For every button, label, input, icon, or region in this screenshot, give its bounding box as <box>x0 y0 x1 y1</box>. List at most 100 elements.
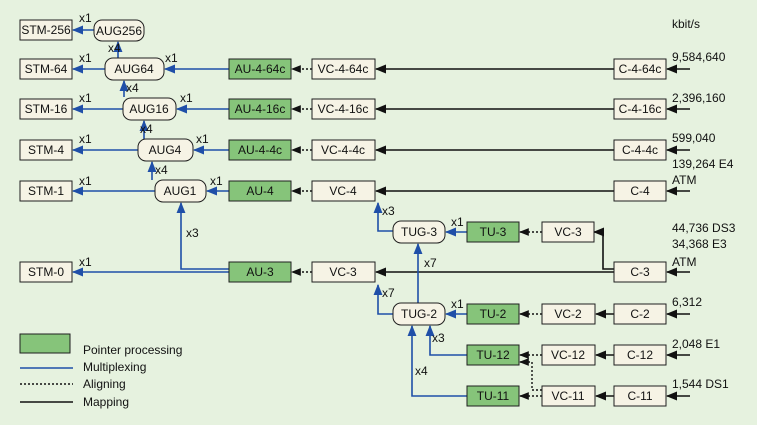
tu-column: TU-3 TU-2 TU-12 TU-11 <box>466 221 520 407</box>
aug64-box <box>104 57 165 81</box>
tu2-label: TU-2 <box>480 307 507 321</box>
factor-label: x1 <box>79 11 92 25</box>
rate-label: 6,312 <box>672 295 702 309</box>
aug-chain: AUG256 AUG64 AUG16 AUG4 AUG1 <box>93 19 207 203</box>
stm64-label: STM-64 <box>25 62 68 76</box>
legend-aligning-label: Aligning <box>83 377 126 391</box>
vc4-label: VC-4 <box>329 184 357 198</box>
vc4-64c-box <box>311 58 376 80</box>
c4-4c-label: C-4-4c <box>622 143 658 157</box>
tu2-box <box>466 303 520 325</box>
rate-label: 44,736 DS3 <box>672 221 736 235</box>
vc11-label: VC-11 <box>551 389 584 403</box>
rate-label: 139,264 E4 <box>672 157 734 171</box>
stm256-box <box>19 19 73 41</box>
tu11-label: TU-11 <box>477 389 510 403</box>
au-column: AU-4-64c AU-4-16c AU-4-4c AU-4 AU-3 <box>228 58 292 283</box>
c4-16c-label: C-4-16c <box>619 102 662 116</box>
vc3-lower-label: VC-3 <box>329 265 357 279</box>
stm4-label: STM-4 <box>28 143 64 157</box>
c11-label: C-11 <box>627 389 652 403</box>
tu3-label: TU-3 <box>480 225 507 239</box>
c4-label: C-4 <box>630 184 650 198</box>
c3-to-upper-vc3-line <box>592 227 614 270</box>
vc3-lower-box <box>311 261 376 283</box>
au4-box <box>228 180 292 202</box>
factor-label: x4 <box>126 81 139 95</box>
vc11-to-tu12-line <box>519 358 542 391</box>
multiplexing-factors: x1 x4 x1 x1 x4 x1 x1 x4 x1 x1 x4 x1 x1 x… <box>79 11 464 378</box>
lower-vc-column: VC-3 VC-2 VC-12 VC-11 <box>541 221 596 407</box>
c3-box <box>613 261 667 283</box>
vc12-label: VC-12 <box>551 348 585 362</box>
stm16-label: STM-16 <box>25 102 68 116</box>
tu12-to-tug2-line <box>425 324 467 356</box>
legend-pointer-swatch <box>19 333 71 354</box>
tug3-box <box>392 220 446 244</box>
c4-64c-box <box>613 58 667 80</box>
tu3-box <box>466 221 520 243</box>
rate-label: 34,368 E3 <box>672 237 727 251</box>
aug256-box <box>93 19 145 42</box>
rate-label: 2,048 E1 <box>672 337 720 351</box>
tug-group: TUG-3 TUG-2 <box>392 220 446 326</box>
factor-label: x4 <box>108 41 121 55</box>
stm0-box <box>19 261 73 283</box>
rate-label: ATM <box>672 173 696 187</box>
au3-box <box>228 261 292 283</box>
c2-box <box>613 303 667 325</box>
stm0-label: STM-0 <box>28 265 64 279</box>
factor-label: x4 <box>155 163 168 177</box>
rate-label: 2,396,160 <box>672 91 726 105</box>
c12-box <box>613 344 667 366</box>
tu11-box <box>466 385 520 407</box>
rate-label: ATM <box>672 255 696 269</box>
factor-label: x1 <box>165 51 178 65</box>
vc4-box <box>311 180 376 202</box>
vc12-box <box>541 344 596 366</box>
c4-4c-box <box>613 139 667 161</box>
rate-label: 1,544 DS1 <box>672 377 729 391</box>
factor-label: x1 <box>79 174 92 188</box>
vc3-upper-box <box>541 221 595 243</box>
aug1-label: AUG1 <box>164 184 197 198</box>
au4-64c-box <box>228 58 292 80</box>
legend-pointer-label: Pointer processing <box>83 343 182 357</box>
factor-label: x1 <box>451 297 464 311</box>
au3-label: AU-3 <box>246 265 274 279</box>
tu11-to-tug2-line <box>407 324 467 397</box>
au4-16c-label: AU-4-16c <box>235 102 286 116</box>
aug4-box <box>137 138 194 162</box>
au4-16c-box <box>228 98 292 120</box>
factor-label: x1 <box>79 91 92 105</box>
c2-label: C-2 <box>630 307 650 321</box>
tug2-label: TUG-2 <box>401 307 437 321</box>
au4-64c-label: AU-4-64c <box>235 62 286 76</box>
factor-label: x1 <box>180 91 193 105</box>
legend: Pointer processing Multiplexing Aligning… <box>19 333 182 409</box>
factor-label: x1 <box>196 132 209 146</box>
aug256-label: AUG256 <box>96 24 142 38</box>
vc4-16c-box <box>311 98 376 120</box>
vc4-64c-label: VC-4-64c <box>318 62 369 76</box>
bit-rates: kbit/s 9,584,640 2,396,160 599,040 139,2… <box>672 17 736 391</box>
aug4-label: AUG4 <box>149 143 182 157</box>
factor-label: x7 <box>424 256 437 270</box>
aug64-label: AUG64 <box>114 62 154 76</box>
au4-4c-box <box>228 139 292 161</box>
stm256-label: STM-256 <box>21 23 71 37</box>
aug1-box <box>154 179 207 203</box>
vc4-4c-box <box>311 139 376 161</box>
c11-box <box>613 385 667 407</box>
tug3-to-vc4-line <box>373 201 393 232</box>
stm1-box <box>19 180 73 202</box>
c-column: C-4-64c C-4-16c C-4-4c C-4 C-3 C-2 C-12 … <box>613 58 667 407</box>
factor-label: x1 <box>79 255 92 269</box>
c12-label: C-12 <box>627 348 653 362</box>
au4-label: AU-4 <box>246 184 274 198</box>
tug3-label: TUG-3 <box>401 225 437 239</box>
legend-mapping-label: Mapping <box>83 395 129 409</box>
factor-label: x4 <box>140 122 153 136</box>
factor-label: x1 <box>451 215 464 229</box>
